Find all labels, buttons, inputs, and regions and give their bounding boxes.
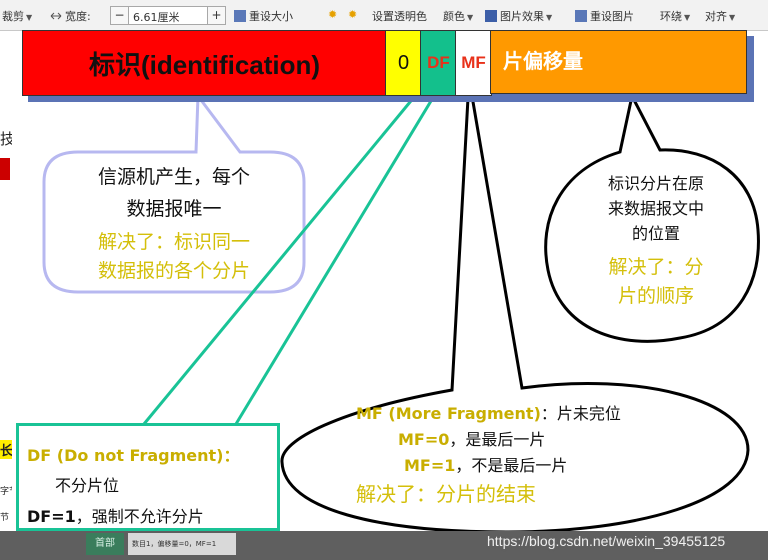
- crop-button[interactable]: 裁剪▼: [2, 8, 32, 24]
- chevron-down-icon: ▼: [467, 13, 474, 22]
- chevron-down-icon: ▼: [729, 13, 736, 22]
- resize-icon: [50, 10, 62, 22]
- reset-picture-icon: [575, 10, 587, 22]
- offset-callout-line3: 的位置: [631, 224, 680, 243]
- chevron-down-icon: ▼: [546, 13, 553, 22]
- reset-size-label: 重设大小: [249, 10, 293, 23]
- df1-desc: ，强制不允许分片: [75, 507, 204, 526]
- mf-callout-line4: 解决了：分片的结束: [356, 482, 536, 506]
- mf1-term: MF=1: [404, 456, 456, 475]
- df-callout-line1: DF (Do not Fragment)：: [27, 442, 239, 466]
- picture-toolbar: 裁剪▼ 宽度: − 6.61厘米 + 重设大小 ✹ ✹ 设置透明色 颜色▼ 图片…: [0, 0, 768, 31]
- df-connector-line: [234, 95, 436, 425]
- df-callout-line3: DF=1，强制不允许分片: [27, 503, 204, 527]
- wrap-button[interactable]: 环绕▼: [660, 8, 690, 24]
- bottom-strip: 首部 数目1，偏移量=0，MF=1: [0, 531, 768, 560]
- chevron-down-icon: ▼: [684, 13, 691, 22]
- bg-left-tag: 长: [0, 440, 14, 459]
- color-label: 颜色: [443, 10, 465, 23]
- reset-picture-label: 重设图片: [590, 10, 634, 23]
- align-button[interactable]: 对齐▼: [705, 8, 735, 24]
- df1-term: DF=1: [27, 507, 76, 526]
- crop-label: 裁剪: [2, 10, 24, 23]
- mf0-desc: ，是最后一片: [449, 430, 546, 449]
- id-callout-line3: 解决了：标识同一: [97, 231, 250, 253]
- offset-callout-line2: 来数据报文中: [607, 199, 704, 218]
- wrap-label: 环绕: [660, 10, 682, 23]
- bg-left-bottom: 字节: [0, 487, 19, 497]
- color-button[interactable]: 颜色▼: [443, 8, 473, 24]
- offset-callout-line1: 标识分片在原: [607, 174, 704, 193]
- width-input[interactable]: 6.61厘米: [128, 6, 208, 25]
- watermark-url: https://blog.csdn.net/weixin_39455125: [487, 533, 726, 549]
- id-callout-line2: 数据报唯一: [126, 198, 222, 220]
- fragment-offset-field: 片偏移量: [490, 30, 747, 94]
- ip-header-fields: 标识(identification) 0 DF MF 片偏移量: [22, 30, 748, 96]
- mf1-desc: ，不是最后一片: [455, 456, 568, 475]
- offset-callout-line5: 片的顺序: [617, 285, 694, 307]
- df-connector-line: [142, 95, 417, 425]
- reset-size-button[interactable]: 重设大小: [234, 8, 293, 24]
- bg-red-marker: [0, 158, 10, 180]
- df-callout-box: DF (Do not Fragment)： 不分片位 DF=1，强制不允许分片: [16, 423, 280, 531]
- sun-icon: ✹: [328, 8, 338, 21]
- mf-field: MF: [455, 30, 492, 96]
- set-transparent-button[interactable]: 设置透明色: [372, 10, 427, 23]
- id-callout-shape: [42, 91, 306, 294]
- bottom-note: 数目1，偏移量=0，MF=1: [128, 533, 236, 555]
- mf-callout-line2: MF=0，是最后一片: [398, 426, 545, 450]
- df-callout-line2: 不分片位: [55, 476, 120, 495]
- df-field: DF: [420, 30, 457, 96]
- width-increment-button[interactable]: +: [207, 6, 226, 25]
- mf-callout-line1: MF (More Fragment)：片未完位: [356, 400, 621, 424]
- picture-effects-icon: [485, 10, 497, 22]
- width-input-value: 6.61厘米: [133, 11, 180, 24]
- id-callout-line4: 数据报的各个分片: [97, 260, 250, 282]
- picture-effects-label: 图片效果: [500, 10, 544, 23]
- mf0-term: MF=0: [398, 430, 450, 449]
- mf-term: MF (More Fragment): [356, 404, 541, 423]
- mf-desc: ：片未完位: [540, 404, 621, 423]
- width-label: 宽度:: [50, 8, 91, 24]
- offset-callout-line4: 解决了：分: [608, 256, 704, 278]
- picture-effects-button[interactable]: 图片效果▼: [485, 8, 552, 24]
- bg-left-char: 技: [0, 130, 16, 148]
- brightness-icon: ✹: [348, 8, 358, 21]
- bottom-tab: 首部: [86, 533, 124, 555]
- reset-picture-button[interactable]: 重设图片: [575, 8, 634, 24]
- width-label-text: 宽度:: [65, 10, 91, 23]
- id-callout-line1: 信源机产生，每个: [97, 166, 250, 188]
- bg-left-bottom-2: 节: [0, 513, 10, 523]
- mf-callout-line3: MF=1，不是最后一片: [404, 452, 567, 476]
- identification-field: 标识(identification): [22, 30, 387, 96]
- offset-callout-shape: [544, 91, 760, 343]
- df-term: DF (Do not Fragment)：: [27, 446, 240, 465]
- reset-size-icon: [234, 10, 246, 22]
- align-label: 对齐: [705, 10, 727, 23]
- chevron-down-icon: ▼: [26, 13, 33, 22]
- reserved-bit-field: 0: [385, 30, 422, 96]
